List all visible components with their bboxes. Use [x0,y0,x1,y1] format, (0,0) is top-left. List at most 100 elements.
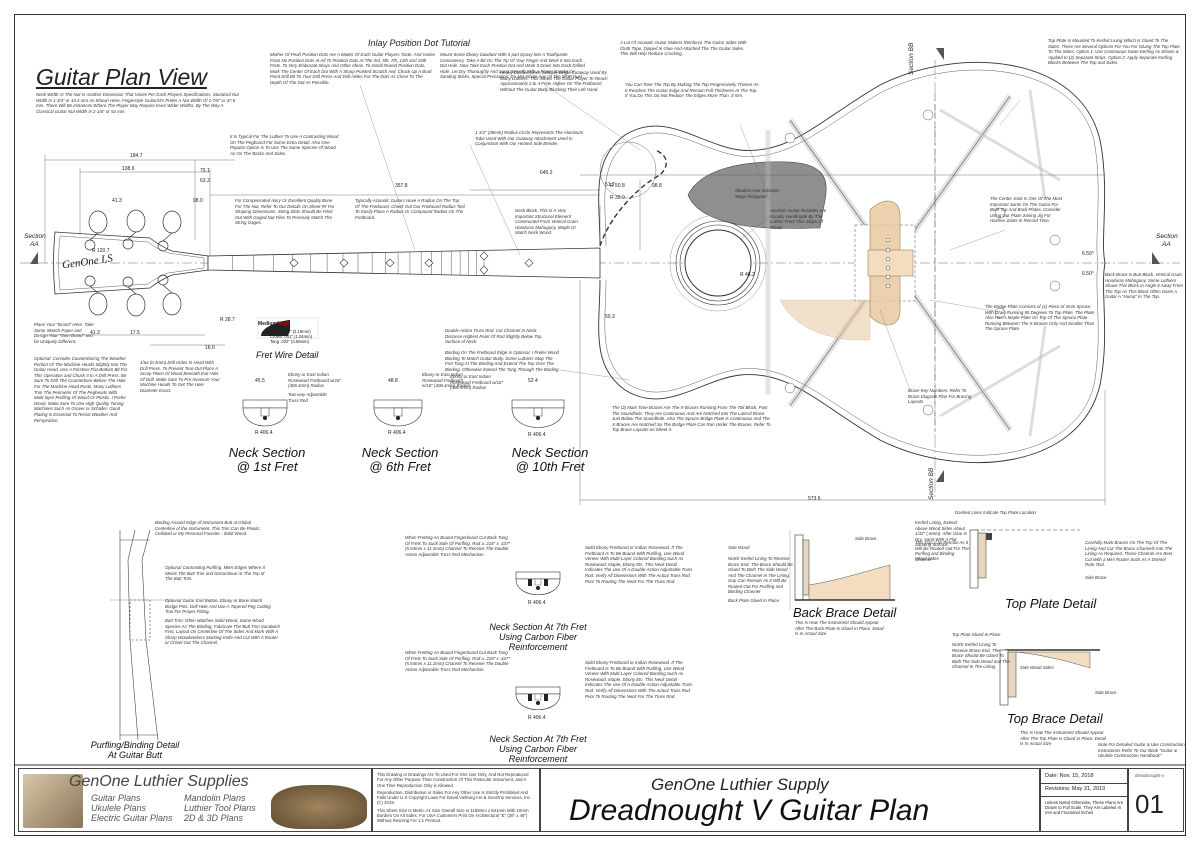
dim-r406-3: R 406.4 [528,432,546,438]
purfling-detail-shape [110,529,170,741]
fret-tang: Tang .022" (0.56mm) [270,339,309,344]
top-brace-shape [999,649,1100,706]
this-gap-note: This Gap Can Remain As It Will Be Routed… [915,540,969,562]
soundhole [669,214,767,312]
link-ukulele-plans[interactable]: Ukulele Plans [91,803,147,813]
inlay-note-left: Mother Of Pearl Position Dots Are A Matt… [270,52,435,85]
neck-width-note: Neck Width At The Nut Is Another Dimensi… [36,92,239,114]
dim-r406-carbon-b: R 406.4 [528,715,546,721]
butt-block-note: Back Brace Is Butt Block, Vertical Grain… [1105,272,1183,300]
dim-neck-width-10: 52.4 [528,378,538,384]
carbon-b-title-line1: Neck Section At 7th Fret [489,734,587,744]
carbon-b-title-line3: Reinforcement [508,754,568,764]
side-wood-label-2: Side Wood Sides [1020,665,1054,670]
plan-date: Date: Nov. 15, 2018 [1045,773,1094,779]
dim-r120: R 120.7 [92,248,110,254]
back-brace-shape [789,530,895,610]
back-plate-glued-note: Back Plate Glued In Place [728,598,780,603]
carbon-a-title-line3: Reinforcement [508,642,568,652]
fretboard [207,247,601,279]
plan-revisions: Revisions: May 31, 2019 [1045,786,1106,792]
fret-crown: Crown .041" (1.04mm) [270,334,312,339]
legal-panel: This Drawing or Drawings Are To Used For… [372,768,540,832]
legal-text-2: Reproduction, Distribution or Sales For … [377,789,531,806]
link-2d-3d-plans[interactable]: 2D & 3D Plans [184,813,244,823]
company-name: GenOne Luthier Supplies [69,773,249,790]
brace-key-note: Brace Key Numbers. Refer To Brace Diagra… [908,388,972,405]
company-panel: GenOne Luthier Supplies Guitar Plans Uku… [18,768,372,832]
carbon-b-left-note: When Fretting An Bound Fingerboard Cut B… [405,650,510,672]
dim-head-length: 138.6 [122,166,135,172]
dim-r50: R 50.8 [610,183,625,189]
carefully-mark-note: Carefully Mark Braces On The Top Of The … [1085,540,1173,568]
link-list-left: Guitar Plans Ukulele Plans Electric Guit… [91,793,173,823]
legal-text-3: This Sheet Size Is Metric A1 Size Overal… [377,807,529,824]
neck-6th-title-line2: @ 6th Fret [369,459,431,474]
product-photo-left [23,774,83,828]
link-list-right: Mandolin Plans Luthier Tool Plans 2D & 3… [184,793,256,823]
date-panel: Date: Nov. 15, 2018 Revisions: May 31, 2… [1040,768,1128,832]
section-bb-bottom: Section BB [928,467,935,500]
brand-note: Place Your "Brand" Here. Take Some Sketc… [34,322,94,344]
dim-r406-carbon-a: R 406.4 [528,600,546,606]
neck-1st-title-line2: @ 1st Fret [236,459,298,474]
drill-holes-note: 1/64 (0.4mm) Drill Holes In Head With Dr… [140,360,220,393]
binding-edge-note: Binding Around Edge of Instrument Butt a… [155,520,261,537]
scale-note: Unless Noted Otherwise, These Plans Are … [1045,800,1124,815]
dim-body-length: 573.6 [808,496,821,502]
dim-angle-1: 6.50° [1082,251,1094,257]
dim-scale-length: 645.2 [540,170,553,176]
dim-63: 63.3 [200,178,210,184]
fretboard-note-1: Ebony or East Indian Rosewood Fretboard … [288,372,342,389]
section-bb-top: Section BB [908,42,915,75]
bridge [779,200,916,341]
neck-1st-title-line1: Neck Section [228,445,306,460]
dimension-lines [44,155,1106,505]
top-brace-after-note: This Is How The Instrument Should Appear… [1020,730,1106,747]
dim-16: 16.0 [205,345,215,351]
fretboard-binding-note: Binding On The Fretboard Edge Is Optiona… [445,350,560,372]
page-title: Guitar Plan View [36,64,207,90]
top-tone-note: You Can Tone The Top By Making The Top P… [625,82,759,99]
inlay-note-right: Mount Some Ebony Sawdust With 5 part Epo… [440,52,585,80]
link-electric-plans[interactable]: Electric Guitar Plans [91,813,173,823]
carbon-a-title-line2: Using Carbon Fiber [498,632,578,642]
side-wood-label: Side Wood [728,545,750,550]
fret-width: Width .085" (2.16mm) [270,329,311,334]
sheet-border [14,14,1186,836]
neck-6th-title-line1: Neck Section [361,445,439,460]
link-guitar-plans[interactable]: Guitar Plans [91,793,141,803]
dim-r406-2: R 406.4 [388,430,406,436]
contrast-purfling-note: Optional Contrasting Purfling. Miter Edg… [165,565,265,582]
brace-key-markers [784,109,1061,416]
fretboard-radius-note: Typically Acoustic Guitars Have A Radius… [355,198,465,220]
neck-section-shapes [242,399,565,428]
kerfed-lining-note: Kerfed Lining, Extend Above Wood Sides A… [915,520,967,548]
center-joint-note: The Center Joint Is One Of The Most Impo… [990,196,1062,224]
headstock-wood-note: It Is Typical For The Luthier To Use A C… [230,134,339,156]
fret-grade: Medium/High [258,321,290,327]
product-photo-right [271,785,367,829]
nut-ivory-note: For Compensated Ivory Or Excellent Quali… [235,198,335,226]
bridge-plate-note: The Bridge Plate Consists of (1) Piece o… [985,304,1095,332]
side-brace-label-3: Side Brace [1095,690,1117,695]
dim-r48: R 48.2 [740,272,755,278]
side-tape-note: A Lot Of Acoustic Guitar Makers Reinforc… [620,40,747,57]
neck-10th-title-line1: Neck Section [511,445,589,460]
notch-kerf-note: Notch Kerfed Lining To Receive Brace End… [728,556,793,578]
side-brace-label-2: Side Brace [1085,575,1107,580]
carbon-section-shapes [515,571,561,711]
wood-sides-label: Wood Sides [915,556,939,561]
carbon-a-right-note: Solid Ebony Fretboard or Indian Rosewood… [585,545,693,584]
link-luthier-tool-plans[interactable]: Luthier Tool Plans [184,803,256,813]
section-aa-left-line2: AA [30,241,39,248]
dim-r39: R 39.0 [610,195,625,201]
dim-79: 79.1 [200,168,210,174]
notch-kerf-note-2: Notch Kerfed Lining To Receive Brace End… [952,642,1010,670]
dim-neck-width-6: 48.8 [388,378,398,384]
cutaway-note: Heavy Dashed Lines Indicate Single Cutaw… [500,70,608,92]
link-mandolin-plans[interactable]: Mandolin Plans [184,793,246,803]
back-brace-after-note: This Is How The Instrument Should Appear… [795,620,884,637]
